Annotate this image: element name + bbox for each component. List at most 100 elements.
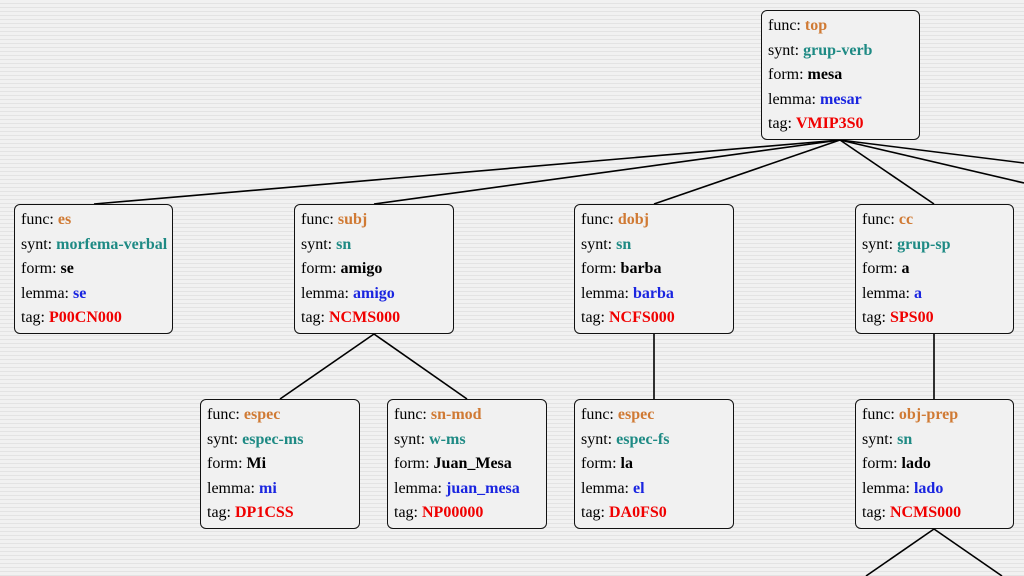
form-value: se: [60, 260, 74, 277]
tag-label: tag:: [394, 504, 418, 521]
tree-node-top: func: top synt: grup-verb form: mesa lem…: [761, 10, 920, 140]
lemma-label: lemma:: [581, 479, 629, 497]
synt-label: synt:: [301, 235, 333, 253]
form-label: form:: [862, 455, 898, 472]
synt-label: synt:: [207, 430, 239, 448]
form-value: la: [620, 455, 633, 472]
tag-label: tag:: [862, 309, 886, 326]
lemma-label: lemma:: [862, 479, 910, 497]
tree-node-cc: func: cc synt: grup-sp form: a lemma: a …: [855, 204, 1014, 334]
synt-value: sn: [336, 235, 352, 253]
func-label: func:: [581, 406, 614, 423]
edge-top-cc: [839, 139, 935, 205]
tree-node-dobj: func: dobj synt: sn form: barba lemma: b…: [574, 204, 734, 334]
lemma-label: lemma:: [394, 479, 442, 497]
func-value: espec: [617, 406, 655, 423]
tag-value: NCMS000: [329, 309, 401, 326]
edge-top-dobj: [653, 139, 841, 205]
func-label: func:: [21, 211, 54, 228]
synt-label: synt:: [581, 430, 613, 448]
tree-node-es: func: es synt: morfema-verbal form: se l…: [14, 204, 173, 334]
synt-label: synt:: [768, 41, 800, 59]
tag-label: tag:: [581, 504, 605, 521]
lemma-value: lado: [913, 479, 944, 497]
form-value: amigo: [340, 260, 383, 277]
lemma-value: se: [72, 284, 87, 302]
func-value: sn-mod: [430, 406, 482, 423]
func-label: func:: [581, 211, 614, 228]
func-value: obj-prep: [898, 406, 959, 423]
tag-value: P00CN000: [49, 309, 122, 326]
tag-value: NCFS000: [609, 309, 675, 326]
form-label: form:: [581, 260, 617, 277]
form-label: form:: [862, 260, 898, 277]
func-value: subj: [337, 211, 368, 228]
edge-objprep-child-right: [933, 528, 1003, 576]
tag-value: DP1CSS: [235, 504, 294, 521]
synt-value: espec-fs: [616, 430, 670, 448]
func-label: func:: [862, 406, 895, 423]
tag-value: VMIP3S0: [796, 115, 864, 132]
edge-subj-espec: [279, 333, 375, 400]
tree-node-espec-fs: func: espec synt: espec-fs form: la lemm…: [574, 399, 734, 529]
edge-top-subj: [373, 139, 841, 205]
form-value: Mi: [246, 455, 267, 472]
lemma-label: lemma:: [301, 284, 349, 302]
form-label: form:: [768, 66, 804, 83]
tag-label: tag:: [768, 115, 792, 132]
synt-value: morfema-verbal: [56, 235, 168, 253]
func-value: es: [57, 211, 72, 228]
func-label: func:: [862, 211, 895, 228]
lemma-value: el: [632, 479, 645, 497]
func-label: func:: [768, 17, 801, 34]
lemma-label: lemma:: [768, 90, 816, 108]
synt-value: grup-sp: [897, 235, 951, 253]
lemma-label: lemma:: [207, 479, 255, 497]
form-value: lado: [901, 455, 931, 472]
form-label: form:: [207, 455, 243, 472]
lemma-value: a: [913, 284, 922, 302]
synt-label: synt:: [21, 235, 53, 253]
form-value: barba: [620, 260, 662, 277]
form-label: form:: [301, 260, 337, 277]
func-value: dobj: [617, 211, 649, 228]
lemma-value: mi: [258, 479, 277, 497]
tag-label: tag:: [21, 309, 45, 326]
tree-node-espec-ms: func: espec synt: espec-ms form: Mi lemm…: [200, 399, 360, 529]
synt-value: sn: [897, 430, 913, 448]
synt-value: espec-ms: [242, 430, 304, 448]
synt-label: synt:: [394, 430, 426, 448]
tag-value: SPS00: [890, 309, 934, 326]
lemma-label: lemma:: [581, 284, 629, 302]
synt-label: synt:: [581, 235, 613, 253]
tree-node-subj: func: subj synt: sn form: amigo lemma: a…: [294, 204, 454, 334]
tag-label: tag:: [581, 309, 605, 326]
tag-label: tag:: [301, 309, 325, 326]
lemma-label: lemma:: [21, 284, 69, 302]
form-label: form:: [581, 455, 617, 472]
tree-node-sn-mod: func: sn-mod synt: w-ms form: Juan_Mesa …: [387, 399, 547, 529]
form-label: form:: [394, 455, 430, 472]
tag-value: NP00000: [422, 504, 484, 521]
tag-value: DA0FS0: [609, 504, 667, 521]
edge-subj-snmod: [373, 333, 468, 400]
lemma-value: amigo: [352, 284, 395, 302]
synt-value: grup-verb: [803, 41, 873, 59]
edge-top-offscreen-2: [839, 139, 1024, 164]
synt-label: synt:: [862, 235, 894, 253]
func-label: func:: [207, 406, 240, 423]
tag-label: tag:: [207, 504, 231, 521]
synt-value: w-ms: [429, 430, 466, 448]
edge-top-offscreen-1: [839, 139, 1024, 184]
lemma-value: mesar: [819, 90, 862, 108]
func-value: espec: [243, 406, 281, 423]
form-value: Juan_Mesa: [433, 455, 512, 472]
lemma-value: juan_mesa: [445, 479, 520, 497]
form-value: a: [901, 260, 910, 277]
synt-value: sn: [616, 235, 632, 253]
func-value: top: [804, 17, 828, 34]
tag-value: NCMS000: [890, 504, 962, 521]
lemma-label: lemma:: [862, 284, 910, 302]
tag-label: tag:: [862, 504, 886, 521]
